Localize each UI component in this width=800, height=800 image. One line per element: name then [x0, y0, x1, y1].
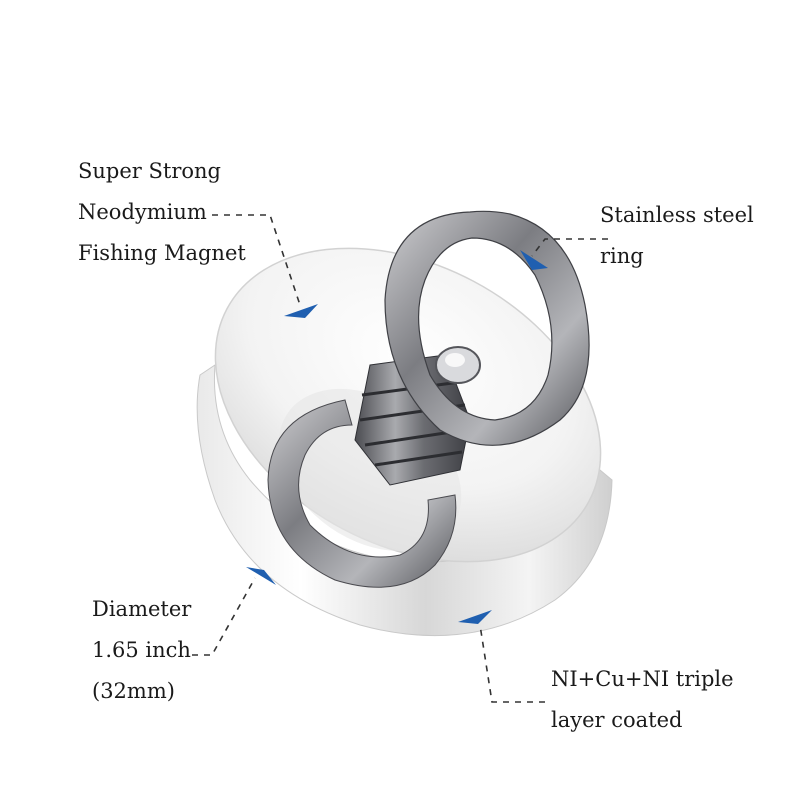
callout-line: Fishing Magnet — [78, 241, 246, 265]
callout-coating: NI+Cu+NI triple layer coated — [551, 659, 734, 741]
leader-top-right — [531, 238, 608, 257]
callout-diameter: Diameter 1.65 inch (32mm) — [92, 589, 191, 712]
callout-line: 1.65 inch — [92, 638, 191, 662]
arrow-icon-top-left — [284, 304, 318, 318]
callout-line: (32mm) — [92, 679, 175, 703]
callout-magnet-type: Super Strong Neodymium Fishing Magnet — [78, 151, 246, 274]
arrow-icon-top-right — [520, 250, 548, 270]
leader-lines — [192, 214, 608, 703]
arrow-icon-bottom-right — [458, 610, 492, 624]
callout-line: Diameter — [92, 597, 192, 621]
callout-line: Stainless steel — [600, 203, 754, 227]
leader-bottom-left — [192, 577, 256, 656]
leader-bottom-right — [479, 624, 545, 703]
stainless-eye-ring — [384, 210, 590, 446]
callout-line: NI+Cu+NI triple — [551, 667, 734, 691]
leader-top-left — [212, 214, 301, 306]
callout-line: Super Strong — [78, 159, 221, 183]
arrowheads — [246, 250, 548, 624]
callout-line: ring — [600, 244, 644, 268]
callout-line: layer coated — [551, 708, 683, 732]
callout-ring-material: Stainless steel ring — [600, 195, 754, 277]
callout-line: Neodymium — [78, 200, 207, 224]
lower-ring — [267, 399, 457, 588]
arrow-icon-bottom-left — [246, 567, 276, 585]
threaded-neck — [354, 354, 471, 486]
